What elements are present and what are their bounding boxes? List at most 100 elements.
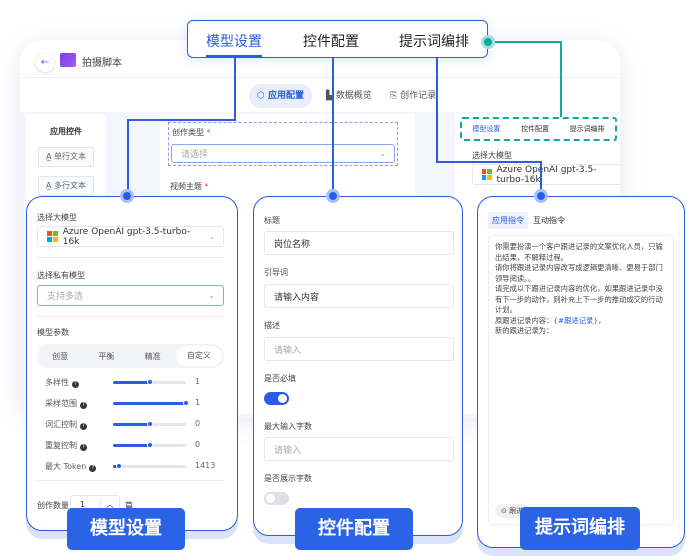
connector-dot (534, 189, 548, 203)
panel-tabs: 模型设置 控件配置 提示词编排 (460, 117, 617, 141)
selected-field[interactable]: 创作类型 * 请选择 ⌄ (168, 122, 398, 166)
title-label: 标题 (264, 216, 280, 225)
prompt-card: 应用指令 互动指令 你需要扮演一个客户跟进记录的文案优化人员，只输出结果，不解释… (477, 196, 685, 548)
slider-label-text: 重复控制 (45, 441, 77, 450)
button-label: 跟进 (509, 506, 524, 515)
slider-value: 0 (195, 440, 201, 449)
max-length-input[interactable]: 请输入 (264, 437, 454, 461)
prompt-text: 原跟进记录内容： (495, 315, 554, 325)
slider-label-text: 多样性 (45, 378, 69, 387)
preset-creative[interactable]: 创意 (52, 351, 69, 361)
app-icon (60, 53, 76, 67)
guide-label: 引导词 (264, 268, 288, 277)
model-label: 选择大模型 (472, 151, 512, 160)
desc-input[interactable]: 请输入 (264, 337, 454, 361)
panel-tab[interactable]: 控件配置 (520, 125, 549, 133)
feature-tab-model[interactable]: 模型设置 (206, 34, 262, 50)
guide-input[interactable]: 请输入内容 (264, 284, 454, 308)
preset-balanced[interactable]: 平衡 (98, 351, 115, 361)
title-input[interactable]: 岗位名称 (264, 231, 454, 255)
field-label: 创作类型 (172, 128, 204, 137)
param-slider[interactable] (113, 463, 186, 469)
help-icon: ? (80, 444, 87, 451)
prompt-line: 你需要扮演一个客户跟进记录的文案优化人员，只输出结果，不解释过程。 (495, 242, 663, 262)
tab-app-config[interactable]: ⬡ 应用配置 (249, 84, 313, 108)
slider-value: 1 (195, 377, 201, 386)
count-value: 1 (80, 499, 86, 509)
variable-tag[interactable]: {#跟进记录} (553, 315, 598, 325)
chevron-up-icon[interactable]: ︿ (100, 498, 119, 510)
preset-segmented: 创意 平衡 精准 自定义 (37, 344, 224, 368)
tab-label: 应用配置 (268, 91, 305, 101)
prompt-editor[interactable]: 你需要扮演一个客户跟进记录的文案优化人员，只输出结果，不解释过程。 请你将跟进记… (488, 235, 674, 525)
help-icon: ? (89, 465, 97, 472)
required-mark: * (206, 128, 211, 137)
select-placeholder: 支持多选 (47, 292, 84, 302)
chevron-down-icon: ⌄ (379, 149, 386, 158)
select-placeholder: 请选择 (181, 150, 209, 160)
microsoft-icon (482, 169, 492, 180)
prompt-line: 新的跟进记录为： (495, 326, 554, 335)
tab-label: 创作记录 (400, 91, 437, 101)
slider-value: 1 (195, 398, 201, 407)
prompt-text: ， (597, 315, 606, 325)
desc-label: 描述 (264, 321, 280, 330)
tab-records[interactable]: ⎘ 创作记录 (390, 91, 437, 101)
widget-multi-line[interactable]: A̲ 多行文本 (38, 176, 94, 196)
widget-single-line[interactable]: A̲ 单行文本 (38, 147, 94, 167)
prompt-line: 请你将跟进记录内容改写成逻辑更清晰、更易于部门领导阅读。。 (495, 263, 663, 283)
slider-label: 多样性? (45, 377, 79, 388)
chevron-down-icon: ⌄ (208, 232, 215, 241)
model-select[interactable]: Azure OpenAI gpt-3.5-turbo-16k (472, 164, 620, 185)
control-config-card: 标题 岗位名称 引导词 请输入内容 描述 请输入 是否必填 最大输入字数 请输入… (253, 196, 463, 536)
label-control-config: 控件配置 (295, 508, 413, 550)
panel-tab[interactable]: 模型设置 (472, 125, 501, 133)
count-unit: 篇 (125, 501, 133, 510)
feature-tab-prompt[interactable]: 提示词编排 (399, 34, 469, 50)
chevron-down-icon: ⌄ (208, 291, 215, 300)
connector-dot (120, 189, 134, 203)
type-select[interactable]: 请选择 ⌄ (171, 144, 395, 163)
tab-interactive-instruction[interactable]: 互动指令 (533, 216, 565, 225)
model-value: Azure OpenAI gpt-3.5-turbo-16k (496, 164, 597, 185)
prompt-line: 请完成以下跟进记录内容的优化，如果跟进记录中没有下一步的动作，则补充上下一步的推… (495, 284, 663, 314)
slider-label: 词汇控制? (45, 419, 87, 430)
param-slider[interactable] (113, 400, 189, 406)
show-count-toggle[interactable] (264, 492, 289, 505)
sidebar-title: 应用控件 (50, 127, 82, 136)
label-prompt-arrange: 提示词编排 (520, 507, 640, 550)
tab-data-overview[interactable]: ▙ 数据概览 (326, 91, 372, 101)
preset-precise[interactable]: 精准 (144, 351, 161, 361)
slider-label-text: 词汇控制 (45, 420, 77, 429)
help-icon: ? (80, 402, 87, 409)
microsoft-icon (47, 231, 58, 242)
feature-tab-controls[interactable]: 控件配置 (303, 34, 359, 50)
connector-dot (326, 189, 340, 203)
window-tabs: ⬡ 应用配置 ▙ 数据概览 ⎘ 创作记录 (20, 78, 620, 112)
widget-label: 多行文本 (54, 181, 86, 190)
model-settings-card: 选择大模型 Azure OpenAI gpt-3.5-turbo-16k⌄ 选择… (26, 196, 238, 531)
back-button[interactable]: ← (36, 54, 54, 72)
required-label: 是否必填 (264, 374, 296, 383)
preset-custom[interactable]: 自定义 (175, 346, 222, 366)
widget-label: 单行文本 (54, 152, 86, 161)
app-title: 拍摄脚本 (82, 58, 122, 69)
private-model-select[interactable]: 支持多选 ⌄ (37, 285, 224, 306)
slider-value: 1413 (195, 461, 216, 470)
tab-app-instruction[interactable]: 应用指令 (488, 212, 528, 229)
private-model-label: 选择私有模型 (37, 271, 85, 280)
model-select[interactable]: Azure OpenAI gpt-3.5-turbo-16k ⌄ (37, 226, 224, 247)
param-slider[interactable] (113, 379, 186, 385)
slider-label: 采样范围? (45, 398, 87, 409)
slider-label: 重复控制? (45, 440, 87, 451)
max-length-label: 最大输入字数 (264, 422, 312, 431)
param-slider[interactable] (113, 421, 186, 427)
panel-tab[interactable]: 提示词编排 (569, 125, 605, 133)
required-mark: * (204, 182, 209, 191)
param-slider[interactable] (113, 442, 186, 448)
field-label: 视频主题 (170, 182, 202, 191)
required-toggle[interactable] (264, 392, 289, 405)
active-underline (206, 55, 262, 57)
model-value: Azure OpenAI gpt-3.5-turbo-16k (62, 226, 191, 247)
feature-tabs: 模型设置 控件配置 提示词编排 (187, 20, 488, 58)
